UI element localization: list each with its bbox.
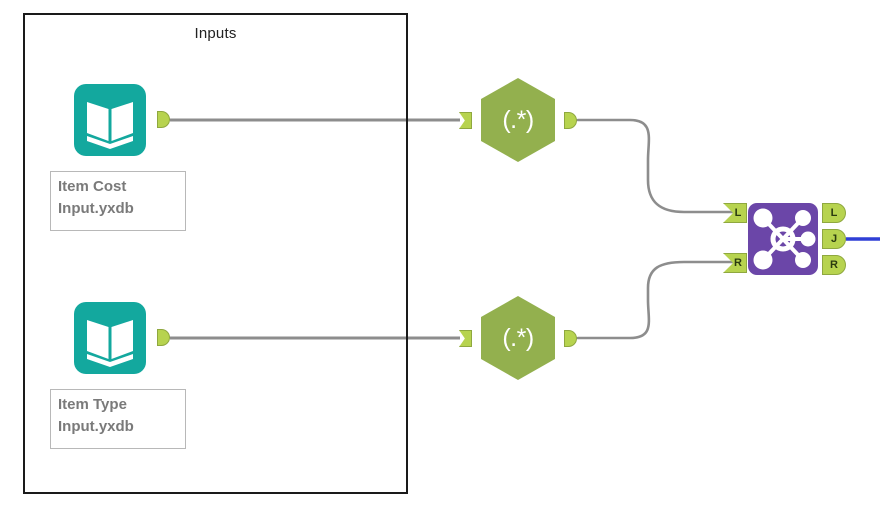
regex-top-input-anchor[interactable] (459, 112, 472, 129)
regex-tool-top[interactable]: (.*) (481, 78, 555, 162)
regex-bottom-output-anchor[interactable] (564, 330, 577, 347)
join-tool[interactable] (748, 203, 818, 275)
tool-container-title: Inputs (194, 25, 237, 42)
join-input-anchor-r[interactable]: R (723, 253, 747, 273)
join-output-anchor-j[interactable]: J (822, 229, 846, 249)
open-book-icon (87, 84, 133, 149)
join-output-anchor-r[interactable]: R (822, 255, 846, 275)
join-input-anchor-l[interactable]: L (723, 203, 747, 223)
node-label-item-type: Item Type Input.yxdb (50, 389, 186, 449)
output-anchor[interactable] (157, 329, 170, 346)
wire-regex-bottom-to-join-right[interactable] (576, 260, 738, 340)
regex-glyph: (.*) (502, 105, 534, 134)
regex-glyph: (.*) (502, 323, 534, 352)
output-anchor[interactable] (157, 111, 170, 128)
join-output-anchor-l[interactable]: L (822, 203, 846, 223)
open-book-icon (87, 302, 133, 367)
join-network-icon (753, 208, 816, 270)
regex-bottom-input-anchor[interactable] (459, 330, 472, 347)
regex-tool-bottom[interactable]: (.*) (481, 296, 555, 380)
tool-container-inputs[interactable]: Inputs (23, 13, 408, 494)
regex-top-output-anchor[interactable] (564, 112, 577, 129)
input-data-tool-item-cost[interactable] (74, 84, 170, 156)
wire-regex-top-to-join-left[interactable] (576, 118, 738, 214)
node-label-item-cost: Item Cost Input.yxdb (50, 171, 186, 231)
input-data-tool-item-type[interactable] (74, 302, 170, 374)
